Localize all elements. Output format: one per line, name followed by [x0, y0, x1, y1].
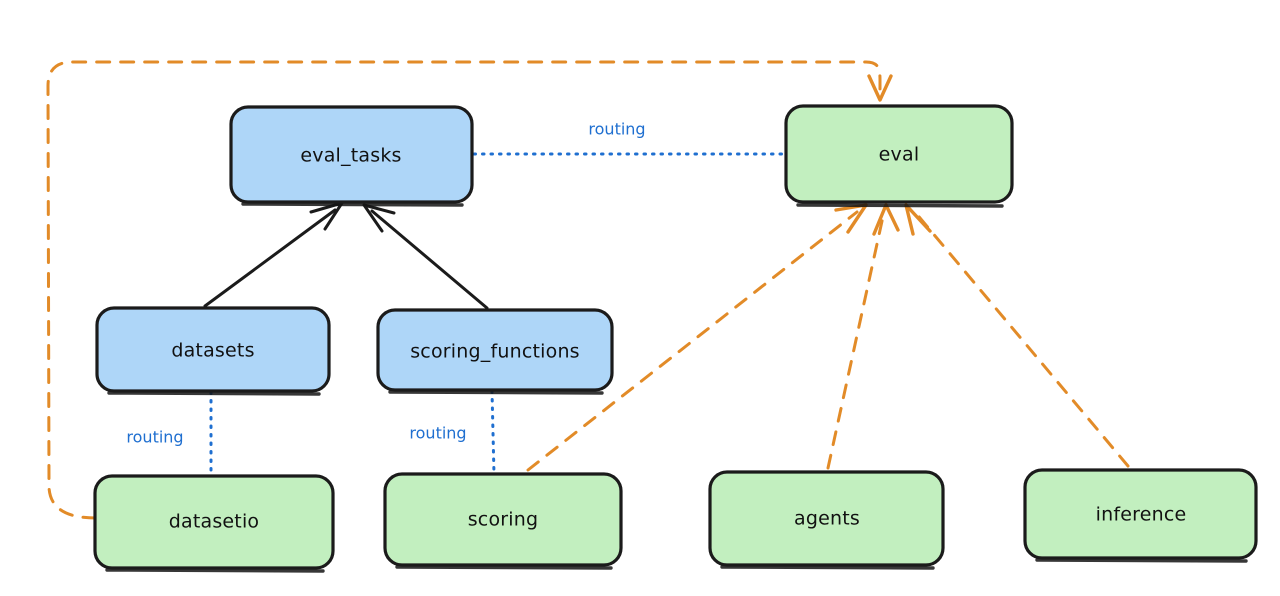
edge-datasets-eval-tasks[interactable]	[203, 208, 337, 308]
node-inference-shadow	[1035, 558, 1248, 563]
node-eval-tasks-shadow	[241, 202, 464, 207]
node-scoring-label: scoring	[468, 509, 539, 531]
node-scoring-functions[interactable]: scoring_functions	[376, 308, 614, 395]
node-inference-box[interactable]	[1023, 468, 1258, 560]
arrowhead-datasetio-eval	[867, 74, 893, 102]
node-eval-tasks[interactable]: eval_tasks	[229, 105, 474, 207]
edge-label-routing-scoring: routing	[409, 424, 466, 443]
node-datasetio-label: datasetio	[169, 511, 260, 533]
node-datasets-label: datasets	[171, 340, 254, 362]
edge-label-routing-datasetio: routing	[126, 428, 183, 447]
node-agents-shadow	[720, 565, 935, 570]
node-datasets-box[interactable]	[95, 306, 331, 393]
node-datasetio-box[interactable]	[93, 474, 335, 570]
node-agents-box[interactable]	[708, 470, 945, 567]
node-inference[interactable]: inference	[1023, 468, 1258, 563]
dependency-edges	[46, 60, 1130, 520]
node-scoring-shadow	[395, 565, 613, 570]
edge-scoring-functions-scoring[interactable]	[490, 389, 496, 476]
edge-agents-eval[interactable]	[826, 210, 886, 470]
arrowhead-inference-eval	[904, 203, 932, 236]
node-eval-tasks-label: eval_tasks	[300, 145, 401, 167]
edge-datasetio-eval[interactable]	[46, 60, 882, 520]
node-inference-label: inference	[1096, 504, 1187, 526]
node-eval-label: eval	[879, 144, 920, 166]
node-datasetio-shadow	[105, 568, 325, 573]
node-eval-box[interactable]	[784, 104, 1014, 204]
edge-label-routing-eval: routing	[588, 120, 645, 139]
node-scoring-functions-label: scoring_functions	[410, 341, 580, 363]
node-eval-tasks-box[interactable]	[229, 105, 474, 204]
node-eval[interactable]: eval	[784, 104, 1014, 208]
edge-scoring-functions-eval-tasks[interactable]	[370, 209, 489, 310]
edge-inference-eval[interactable]	[913, 210, 1130, 468]
nodes: eval_tasks eval datasets scoring_functio…	[93, 104, 1258, 573]
node-scoring[interactable]: scoring	[383, 472, 623, 570]
node-scoring-box[interactable]	[383, 472, 623, 567]
arrowhead-agents-eval	[872, 203, 900, 236]
node-datasetio[interactable]: datasetio	[93, 474, 335, 573]
routing-edges	[209, 152, 786, 478]
edge-scoring-eval[interactable]	[526, 210, 859, 472]
edge-labels: routing routing routing	[126, 120, 645, 447]
node-scoring-functions-box[interactable]	[376, 308, 614, 392]
node-eval-shadow	[796, 203, 1004, 208]
node-scoring-functions-shadow	[388, 390, 604, 395]
node-agents-label: agents	[794, 508, 860, 530]
node-datasets[interactable]: datasets	[95, 306, 331, 396]
node-agents[interactable]: agents	[708, 470, 945, 570]
solid-edges	[203, 201, 489, 310]
node-datasets-shadow	[107, 391, 321, 396]
